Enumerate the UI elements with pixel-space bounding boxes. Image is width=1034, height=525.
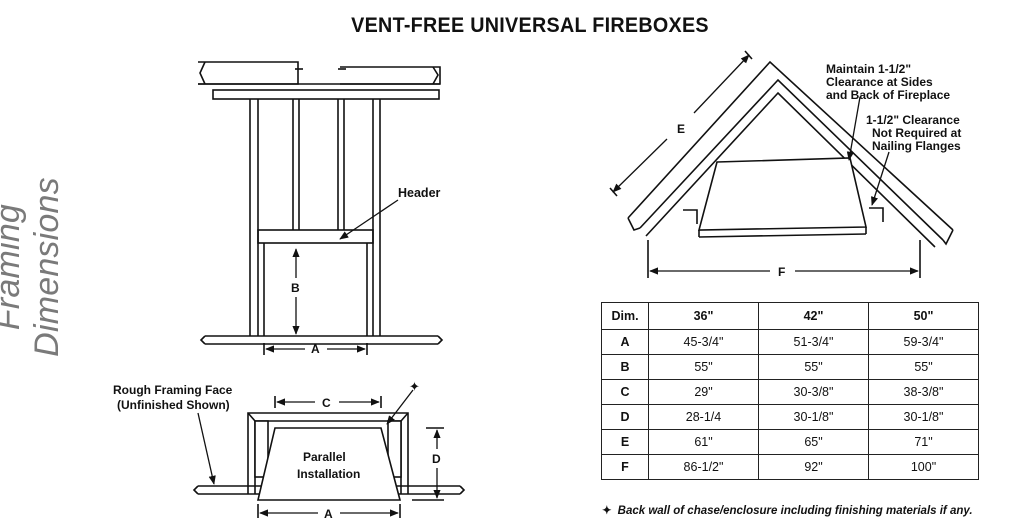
install-label-2: Installation bbox=[297, 467, 360, 481]
chase-outline bbox=[247, 412, 409, 494]
cell-42: 30-1/8" bbox=[758, 404, 869, 430]
clearance-note-1-line-2: Clearance at Sides bbox=[826, 75, 933, 89]
cell-36: 86-1/2" bbox=[648, 454, 759, 480]
row-dim: C bbox=[601, 379, 649, 405]
cell-42: 92" bbox=[758, 454, 869, 480]
clearance-note-1-line-1: Maintain 1-1/2" bbox=[826, 62, 911, 76]
footnote-text: Back wall of chase/enclosure including f… bbox=[617, 505, 973, 517]
header-label: Header bbox=[398, 186, 441, 200]
cell-50: 100" bbox=[868, 454, 979, 480]
cell-42: 51-3/4" bbox=[758, 329, 869, 355]
clearance-marker-icon: ✦ bbox=[409, 379, 420, 394]
cell-50: 38-3/8" bbox=[868, 379, 979, 405]
table-row: D 28-1/4 30-1/8" 30-1/8" bbox=[601, 404, 979, 430]
clearance-note-2-line-2: Not Required at bbox=[872, 126, 961, 140]
header-beam bbox=[257, 229, 374, 244]
cell-42: 65" bbox=[758, 429, 869, 455]
corner-outer-wall bbox=[627, 60, 954, 231]
footnote: ✦ Back wall of chase/enclosure including … bbox=[602, 503, 973, 517]
dim-c-label: C bbox=[322, 396, 331, 410]
footnote-marker-icon: ✦ bbox=[602, 505, 612, 517]
clearance-note-1-line-3: and Back of Fireplace bbox=[826, 88, 950, 102]
front-elevation bbox=[198, 61, 444, 355]
cell-36: 29" bbox=[648, 379, 759, 405]
row-dim: F bbox=[601, 454, 649, 480]
dim-b-label: B bbox=[291, 281, 300, 295]
clearance-note-2-line-3: Nailing Flanges bbox=[872, 139, 961, 153]
cell-50: 71" bbox=[868, 429, 979, 455]
cell-42: 30-3/8" bbox=[758, 379, 869, 405]
corner-view bbox=[609, 50, 954, 278]
table-row: C 29" 30-3/8" 38-3/8" bbox=[601, 379, 979, 405]
dimensions-table: Dim. 36" 42" 50" A 45-3/4" 51-3/4" 59-3/… bbox=[601, 302, 979, 480]
table-row: E 61" 65" 71" bbox=[601, 429, 979, 455]
top-plate-right bbox=[340, 66, 441, 85]
col-header-36: 36" bbox=[648, 302, 759, 330]
cell-42: 55" bbox=[758, 354, 869, 380]
corner-firebox bbox=[697, 157, 868, 231]
install-label-1: Parallel bbox=[303, 450, 346, 464]
row-dim: A bbox=[601, 329, 649, 355]
col-header-42: 42" bbox=[758, 302, 869, 330]
dim-a-label-plan: A bbox=[324, 507, 333, 521]
col-header-50: 50" bbox=[868, 302, 979, 330]
page-title: VENT-FREE UNIVERSAL FIREBOXES bbox=[351, 14, 709, 37]
dim-e-label: E bbox=[677, 122, 685, 136]
plan-view bbox=[192, 389, 466, 518]
dim-f-label: F bbox=[778, 265, 785, 279]
floor-plate bbox=[199, 335, 444, 345]
cell-50: 30-1/8" bbox=[868, 404, 979, 430]
table-row: A 45-3/4" 51-3/4" 59-3/4" bbox=[601, 329, 979, 355]
row-dim: D bbox=[601, 404, 649, 430]
cell-36: 55" bbox=[648, 354, 759, 380]
col-header-dim: Dim. bbox=[601, 302, 649, 330]
cell-50: 59-3/4" bbox=[868, 329, 979, 355]
table-row: F 86-1/2" 92" 100" bbox=[601, 454, 979, 480]
cell-50: 55" bbox=[868, 354, 979, 380]
rough-framing-label-1: Rough Framing Face bbox=[113, 383, 233, 397]
dim-d-label: D bbox=[432, 452, 441, 466]
dim-a-label-front: A bbox=[311, 342, 320, 356]
table-header-row: Dim. 36" 42" 50" bbox=[601, 302, 979, 330]
cell-36: 61" bbox=[648, 429, 759, 455]
top-plate-left bbox=[198, 61, 299, 85]
cell-36: 28-1/4 bbox=[648, 404, 759, 430]
clearance-note-2-line-1: 1-1/2" Clearance bbox=[866, 113, 960, 127]
firebox-trapezoid bbox=[256, 427, 402, 501]
rough-framing-label-2: (Unfinished Shown) bbox=[117, 398, 230, 412]
row-dim: B bbox=[601, 354, 649, 380]
cell-36: 45-3/4" bbox=[648, 329, 759, 355]
table-row: B 55" 55" 55" bbox=[601, 354, 979, 380]
row-dim: E bbox=[601, 429, 649, 455]
